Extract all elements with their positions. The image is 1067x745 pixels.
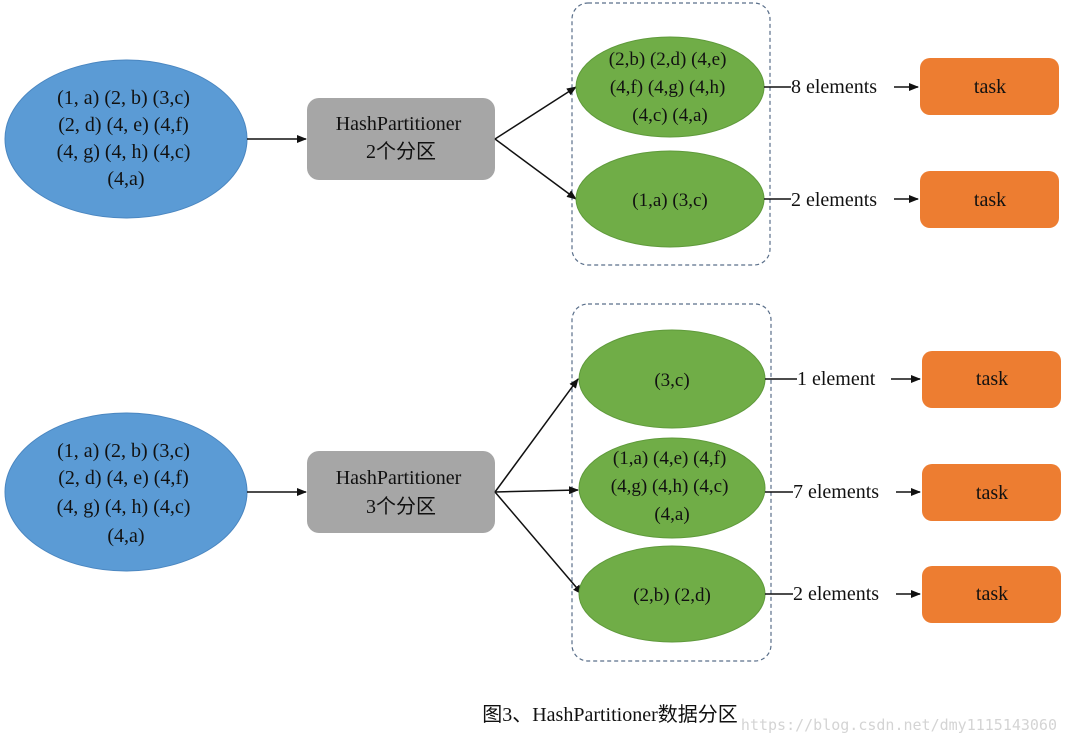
top-task-1-label: task — [974, 76, 1006, 98]
top-source-line-2: (2, d) (4, e) (4,f) — [58, 114, 189, 136]
bottom-task-2-label: task — [976, 482, 1008, 504]
top-partition-1-line-3: (4,c) (4,a) — [632, 105, 707, 126]
bottom-partition-1-line-1: (3,c) — [654, 370, 689, 391]
bottom-split-arrow-1 — [494, 378, 579, 493]
top-partitioner-box — [307, 98, 495, 180]
top-split-arrow-2 — [494, 138, 577, 200]
top-partition-2-line-1: (1,a) (3,c) — [632, 190, 707, 211]
bottom-task-1-label: task — [976, 368, 1008, 390]
bottom-diagram: (1, a) (2, b) (3,c) (2, d) (4, e) (4,f) … — [4, 303, 1061, 662]
bottom-partitions-group — [571, 303, 772, 662]
top-task-2 — [920, 171, 1059, 228]
watermark: https://blog.csdn.net/dmy1115143060 — [741, 716, 1057, 734]
top-partitioner-line-1: HashPartitioner — [336, 113, 462, 135]
top-source-line-4: (4,a) — [107, 168, 144, 190]
bottom-task-3 — [922, 566, 1061, 623]
bottom-split-arrow-2 — [494, 486, 579, 495]
bottom-partition-1-text: (3,c) — [654, 370, 689, 391]
top-source-text: (1, a) (2, b) (3,c) (2, d) (4, e) (4,f) … — [57, 87, 196, 190]
bottom-count-label-1: 1 element — [797, 368, 876, 390]
bottom-source-rdd — [4, 412, 248, 572]
top-task-2-label: task — [974, 189, 1006, 211]
bottom-partition-2-line-2: (4,g) (4,h) (4,c) — [611, 476, 729, 497]
top-diagram: (1, a) (2, b) (3,c) (2, d) (4, e) (4,f) … — [4, 2, 1059, 266]
bottom-source-line-1: (1, a) (2, b) (3,c) — [57, 440, 190, 462]
bottom-split-arrow-3 — [494, 491, 583, 595]
top-source-line-3: (4, g) (4, h) (4,c) — [57, 141, 191, 163]
top-partitioner-text: HashPartitioner 2个分区 — [336, 113, 467, 163]
top-split-arrow-1 — [494, 86, 577, 140]
bottom-source-line-2: (2, d) (4, e) (4,f) — [58, 467, 189, 489]
top-partitioner-line-2: 2个分区 — [366, 140, 436, 163]
bottom-partitioner-line-1: HashPartitioner — [336, 467, 462, 489]
bottom-partition-2 — [578, 437, 766, 539]
bottom-partitioner-text: HashPartitioner 3个分区 — [336, 467, 467, 518]
bottom-partition-2-text: (1,a) (4,e) (4,f) (4,g) (4,h) (4,c) (4,a… — [611, 448, 733, 525]
bottom-partition-3-text: (2,b) (2,d) — [633, 585, 711, 606]
top-partitions-group — [571, 2, 771, 266]
top-count-label-2: 2 elements — [791, 189, 877, 211]
bottom-task-3-label: task — [976, 583, 1008, 605]
top-count-label-1: 8 elements — [791, 76, 877, 98]
top-task-1 — [920, 58, 1059, 115]
bottom-partitioner-box — [307, 451, 495, 533]
bottom-partition-3-line-1: (2,b) (2,d) — [633, 585, 711, 606]
bottom-partition-2-line-3: (4,a) — [654, 504, 689, 525]
top-partition-1-text: (2,b) (2,d) (4,e) (4,f) (4,g) (4,h) (4,c… — [609, 49, 731, 126]
bottom-source-line-4: (4,a) — [107, 525, 144, 547]
bottom-source-text: (1, a) (2, b) (3,c) (2, d) (4, e) (4,f) … — [57, 440, 196, 547]
bottom-partitioner-line-2: 3个分区 — [366, 495, 436, 518]
bottom-partition-2-line-1: (1,a) (4,e) (4,f) — [613, 448, 726, 469]
bottom-count-label-2: 7 elements — [793, 481, 879, 503]
top-partition-1-line-1: (2,b) (2,d) (4,e) — [609, 49, 727, 70]
bottom-task-2 — [922, 464, 1061, 521]
bottom-task-1 — [922, 351, 1061, 408]
bottom-count-label-3: 2 elements — [793, 583, 879, 605]
top-source-rdd — [4, 59, 248, 219]
top-source-line-1: (1, a) (2, b) (3,c) — [57, 87, 190, 109]
top-partition-2-text: (1,a) (3,c) — [632, 190, 707, 211]
figure-caption: 图3、HashPartitioner数据分区 — [482, 703, 738, 726]
top-partition-1-line-2: (4,f) (4,g) (4,h) — [610, 77, 726, 98]
bottom-source-line-3: (4, g) (4, h) (4,c) — [57, 496, 191, 518]
